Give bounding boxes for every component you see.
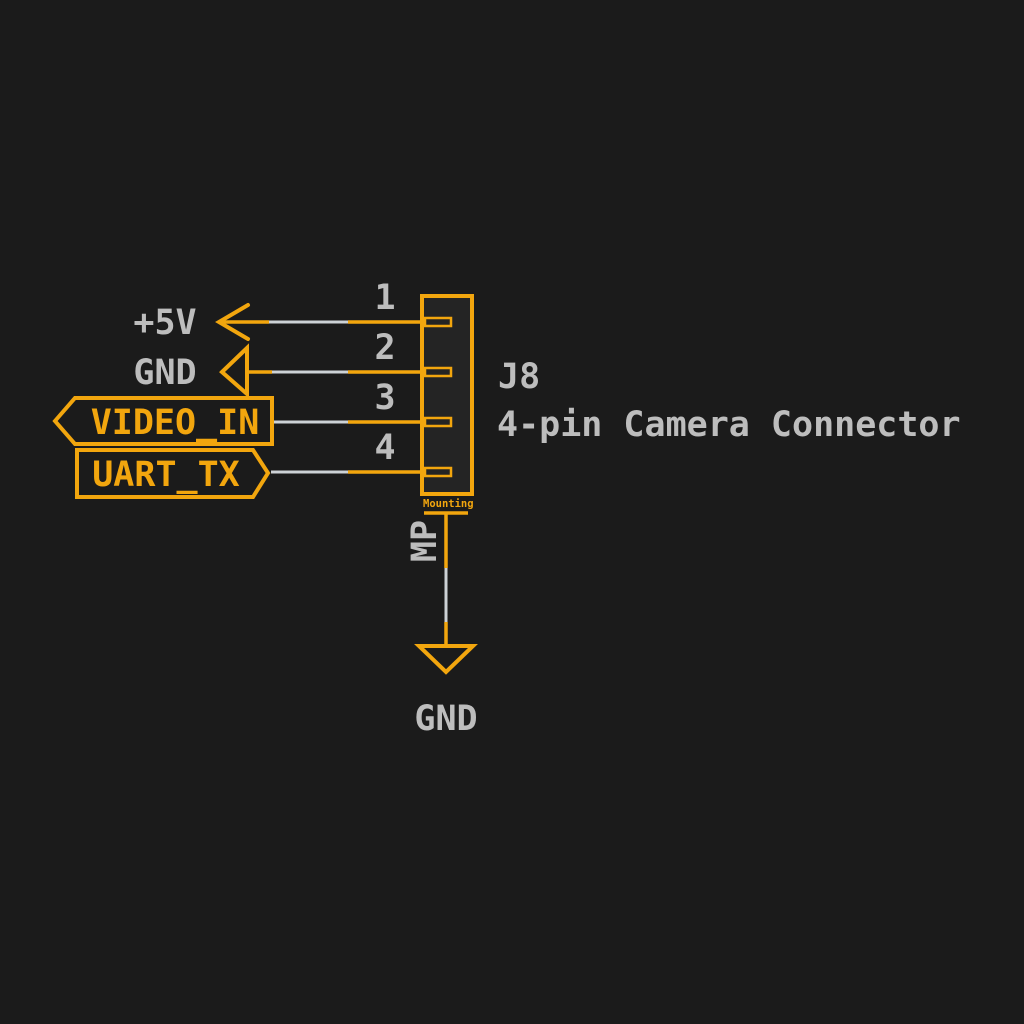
component-reference: J8 <box>498 357 540 397</box>
net-5v-arrow-icon <box>215 303 250 341</box>
net-uart-tx-tag <box>75 448 271 499</box>
pin3-notch <box>423 416 453 428</box>
net-video-in-tag <box>52 396 274 446</box>
mounting-pin-name: Mounting <box>423 498 474 510</box>
connector-body <box>420 294 474 496</box>
wires <box>268 320 448 624</box>
labels: +5V GND VIDEO_IN UART_TX 1 2 3 4 J8 4-pi… <box>91 278 961 739</box>
gnd-power-symbol-icon <box>414 644 478 675</box>
gnd-power-label: GND <box>414 699 477 739</box>
pin3-number: 3 <box>374 378 395 418</box>
net-label-shapes <box>52 303 478 675</box>
pin4-number: 4 <box>374 428 395 468</box>
component-value: 4-pin Camera Connector <box>497 405 961 445</box>
mounting-pin-label: MP <box>405 520 445 562</box>
pin-leads <box>220 320 448 647</box>
net-label-uart-tx: UART_TX <box>92 455 240 495</box>
pin2-notch <box>423 366 453 378</box>
connector-symbol <box>420 294 474 515</box>
pin1-notch <box>423 316 453 328</box>
pin2-number: 2 <box>374 328 395 368</box>
net-label-video-in: VIDEO_IN <box>91 403 260 443</box>
net-label-gnd: GND <box>133 353 196 393</box>
pin1-number: 1 <box>374 278 395 318</box>
net-label-5v: +5V <box>133 303 196 343</box>
net-gnd-triangle-icon <box>219 343 249 399</box>
pin4-notch <box>423 466 453 478</box>
